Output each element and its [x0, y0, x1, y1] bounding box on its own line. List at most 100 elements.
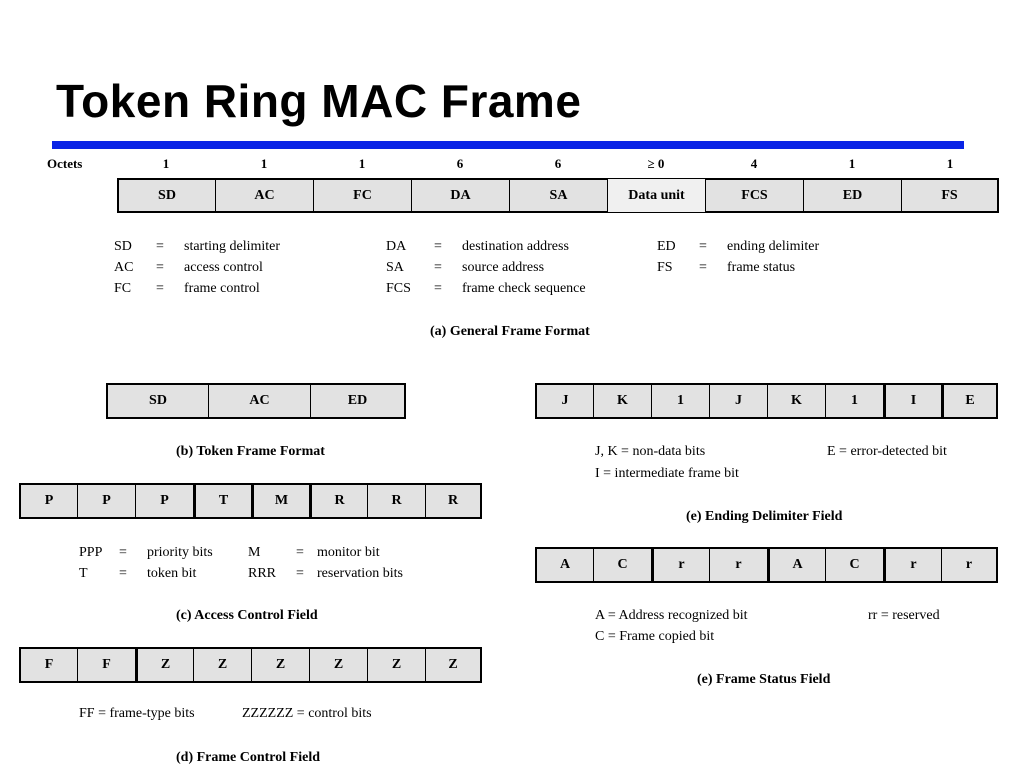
general-legend-col-2: DA = destination address SA = source address…	[386, 236, 586, 299]
legend-equals: =	[699, 239, 707, 254]
legend-equals: =	[434, 281, 442, 296]
bit-cell: r	[651, 547, 709, 583]
field-cell: AC	[208, 383, 310, 419]
legend-meaning: frame control	[184, 281, 260, 296]
general-legend-col-3: ED=ending delimiter FS=frame status	[657, 236, 819, 278]
note-error-detected-bit: E = error-detected bit	[827, 444, 947, 459]
bit-cell: P	[19, 483, 77, 519]
legend-abbr: AC	[114, 260, 134, 275]
legend-meaning: access control	[184, 260, 263, 275]
octet-count: 1	[260, 156, 268, 171]
field-cell: FS	[901, 178, 999, 213]
bit-cell: K	[767, 383, 825, 419]
bit-cell: R	[425, 483, 482, 519]
field-cell: AC	[215, 178, 313, 213]
field-cell: ED	[310, 383, 406, 419]
octet-count: 1	[162, 156, 170, 171]
bit-cell: Z	[251, 647, 309, 683]
bit-cell: K	[593, 383, 651, 419]
legend-equals: =	[156, 281, 164, 296]
legend-abbr: T	[79, 566, 88, 581]
caption-access-control-field: (c) Access Control Field	[176, 608, 318, 623]
note-control-bits: ZZZZZZ = control bits	[242, 706, 372, 721]
bit-cell: I	[883, 383, 941, 419]
legend-meaning: source address	[462, 260, 545, 275]
caption-frame-control-field: (d) Frame Control Field	[176, 750, 320, 765]
legend-equals: =	[434, 239, 442, 254]
bit-cell: J	[709, 383, 767, 419]
octet-count: ≥ 0	[647, 156, 665, 171]
octet-count: 4	[750, 156, 758, 171]
legend-abbr: FC	[114, 281, 132, 296]
legend-abbr: M	[248, 545, 261, 560]
legend-equals: =	[119, 566, 127, 581]
legend-meaning: frame status	[727, 260, 796, 275]
legend-meaning: reservation bits	[317, 566, 403, 581]
frame-status-row: A C r r A C r r	[535, 547, 998, 583]
octet-count: 6	[456, 156, 464, 171]
legend-abbr: FS	[657, 260, 673, 275]
legend-abbr: SA	[386, 260, 404, 275]
legend-meaning: destination address	[462, 239, 569, 254]
field-cell: SA	[509, 178, 607, 213]
octet-count: 1	[358, 156, 366, 171]
legend-meaning: starting delimiter	[184, 239, 281, 254]
bit-cell: Z	[135, 647, 193, 683]
field-cell: SD	[106, 383, 208, 419]
caption-frame-status-field: (e) Frame Status Field	[697, 672, 831, 687]
bit-cell: P	[77, 483, 135, 519]
legend-abbr: DA	[386, 239, 407, 254]
page-title: Token Ring MAC Frame	[56, 75, 582, 127]
note-frame-type-bits: FF = frame-type bits	[79, 706, 195, 721]
note-intermediate-frame-bit: I = intermediate frame bit	[595, 466, 739, 481]
bit-cell: 1	[825, 383, 883, 419]
octet-count: 1	[946, 156, 954, 171]
bit-cell: A	[767, 547, 825, 583]
bit-cell: M	[251, 483, 309, 519]
legend-equals: =	[119, 545, 127, 560]
octet-count: 1	[848, 156, 856, 171]
ending-delimiter-row: J K 1 J K 1 I E	[535, 383, 998, 419]
legend-abbr: SD	[114, 239, 132, 254]
octet-count: 6	[554, 156, 562, 171]
field-cell: ED	[803, 178, 901, 213]
bit-cell: r	[883, 547, 941, 583]
field-cell: FC	[313, 178, 411, 213]
field-cell-data-unit: Data unit	[607, 178, 705, 213]
note-address-recognized-bit: A = Address recognized bit	[595, 608, 748, 623]
caption-general-frame-format: (a) General Frame Format	[430, 324, 590, 339]
access-control-row: P P P T M R R R	[19, 483, 482, 519]
note-non-data-bits: J, K = non-data bits	[595, 444, 706, 459]
bit-cell: A	[535, 547, 593, 583]
bit-cell: E	[941, 383, 998, 419]
frame-control-row: F F Z Z Z Z Z Z	[19, 647, 482, 683]
bit-cell: C	[593, 547, 651, 583]
legend-abbr: FCS	[386, 281, 411, 296]
bit-cell: P	[135, 483, 193, 519]
bit-cell: R	[309, 483, 367, 519]
legend-abbr: RRR	[248, 566, 277, 581]
legend-equals: =	[699, 260, 707, 275]
bit-cell: T	[193, 483, 251, 519]
legend-abbr: PPP	[79, 545, 103, 560]
access-control-legend: PPP = priority bits M = monitor bit T = …	[79, 542, 403, 584]
legend-meaning: monitor bit	[317, 545, 380, 560]
caption-ending-delimiter-field: (e) Ending Delimiter Field	[686, 509, 843, 524]
bit-cell: R	[367, 483, 425, 519]
legend-meaning: ending delimiter	[727, 239, 820, 254]
note-reserved: rr = reserved	[868, 608, 940, 623]
bit-cell: r	[709, 547, 767, 583]
legend-meaning: frame check sequence	[462, 281, 586, 296]
field-cell: SD	[117, 178, 215, 213]
legend-equals: =	[156, 239, 164, 254]
legend-meaning: priority bits	[147, 545, 213, 560]
octets-label: Octets	[47, 156, 83, 171]
note-frame-copied-bit: C = Frame copied bit	[595, 629, 715, 644]
field-cell: DA	[411, 178, 509, 213]
general-legend-col-1: SD=starting delimiter AC=access control …	[114, 236, 280, 299]
bit-cell: 1	[651, 383, 709, 419]
legend-equals: =	[296, 545, 304, 560]
bit-cell: Z	[425, 647, 482, 683]
title-rule	[52, 141, 964, 149]
legend-equals: =	[434, 260, 442, 275]
